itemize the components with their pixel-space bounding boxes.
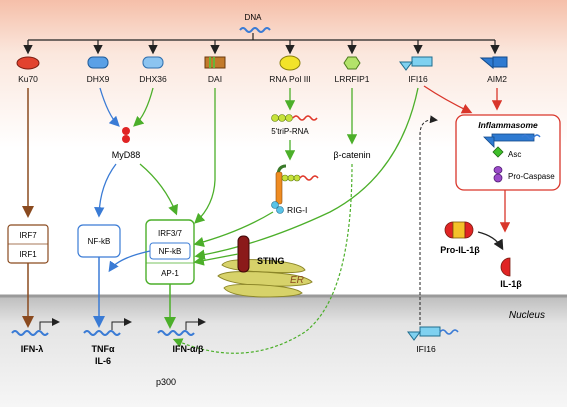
gene-ifn-lambda: IFN-λ: [11, 318, 60, 354]
dhx36-to-myd88-arrow: [133, 87, 154, 127]
dhx9-to-myd88-arrow: [99, 87, 120, 127]
aim2-icon: [479, 56, 508, 70]
ifi16-to-inflammasome-arrow: [423, 85, 473, 114]
inflammasome-title: Inflammasome: [478, 120, 538, 130]
il6-label: IL-6: [95, 356, 111, 366]
gene-tnfa-il6: TNFα IL-6: [83, 318, 132, 366]
sensor-label-lrrfip1: LRRFIP1: [335, 74, 370, 84]
myd88-to-nfkb-arrow: [94, 163, 117, 218]
dna-squiggle: [239, 27, 271, 33]
myd88-icon: [122, 127, 130, 143]
ppp-icon: [271, 114, 293, 122]
beta-catenin-label: β-catenin: [333, 150, 370, 160]
ifi16-icon: [399, 56, 433, 71]
nucleus-background: [0, 296, 567, 407]
sting-to-irf3-arrow: [193, 253, 239, 266]
sensor-label-ku70: Ku70: [18, 74, 38, 84]
nuclear-ifi16-export-arrow: [419, 115, 438, 136]
inflammasome-dna-squiggle: [521, 134, 541, 140]
nucleus-label: Nucleus: [509, 310, 545, 321]
asc-label: Asc: [508, 150, 521, 159]
rna-squiggle: [292, 115, 318, 121]
sensor-label-dai: DAI: [208, 74, 222, 84]
sting-icon: [237, 235, 250, 273]
il1b-label: IL-1β: [500, 279, 522, 289]
myd88-to-irf3-arrow: [139, 163, 178, 216]
pro-il1b-to-il1b-arrow: [477, 231, 504, 251]
il1b-icon: [500, 257, 511, 277]
inflammasome-box: Inflammasome Asc Pro-Caspase: [455, 114, 561, 191]
ifn-lambda-label: IFN-λ: [21, 344, 44, 354]
er-label: ER: [290, 275, 304, 286]
nuclear-ifi16-icon: [407, 326, 459, 341]
inflammasome-pyrin-icon: [483, 136, 495, 148]
sensor-label-rna-pol-iii: RNA Pol III: [269, 74, 311, 84]
procaspase-icon-top: [493, 166, 503, 174]
rna-pol-iii-icon: [279, 55, 301, 71]
rna-label: 5'triP-RNA: [271, 127, 309, 136]
dai-icon: [204, 56, 226, 69]
irf7-label: IRF7: [19, 231, 37, 240]
dhx9-icon: [87, 56, 109, 69]
gene-ifn-ab: IFN-α/β: [157, 318, 206, 354]
sting-label: STING: [257, 256, 285, 266]
sensor-label-dhx36: DHX36: [139, 74, 167, 84]
rigi-to-irf3-arrow: [193, 211, 274, 247]
tf-nfkb-label: NF-kB: [159, 247, 182, 256]
pro-il1b-label: Pro-IL-1β: [440, 245, 480, 255]
dhx36-icon: [142, 56, 164, 69]
rigi-label: RIG-I: [287, 205, 307, 215]
irf1-label: IRF1: [19, 250, 37, 259]
dna-label: DNA: [245, 13, 263, 22]
irf7-irf1-box: IRF7 IRF1: [7, 224, 49, 264]
procaspase-icon-bottom: [493, 173, 503, 183]
asc-icon: [492, 146, 504, 158]
nuclear-ifi16-label: IFI16: [416, 344, 436, 354]
pro-il1b-icon: [444, 221, 474, 239]
nfkb-box-label: NF-kB: [88, 237, 111, 246]
tf-nfkb-to-tnf-arrow: [108, 250, 151, 273]
dai-to-irf3-arrow: [194, 88, 216, 224]
sensor-label-dhx9: DHX9: [87, 74, 110, 84]
rigi-complex-icon: [271, 164, 319, 214]
transcription-factor-box: IRF3/7 NF-kB AP-1: [145, 219, 195, 285]
sensor-label-aim2: AIM2: [487, 74, 507, 84]
procaspase-label: Pro-Caspase: [508, 172, 555, 181]
sensor-arrows: [23, 40, 500, 55]
lrrfip1-icon: [343, 56, 361, 70]
ap1-label: AP-1: [161, 269, 179, 278]
sensor-label-ifi16: IFI16: [408, 74, 428, 84]
p300-label: p300: [156, 377, 176, 387]
tnfa-label: TNFα: [91, 344, 114, 354]
ku70-icon: [16, 56, 40, 70]
ifn-ab-label: IFN-α/β: [172, 344, 204, 354]
irf3-7-label: IRF3/7: [158, 229, 183, 238]
myd88-label: MyD88: [112, 150, 141, 160]
catenin-to-ifn-ab-arrow: [172, 163, 353, 354]
